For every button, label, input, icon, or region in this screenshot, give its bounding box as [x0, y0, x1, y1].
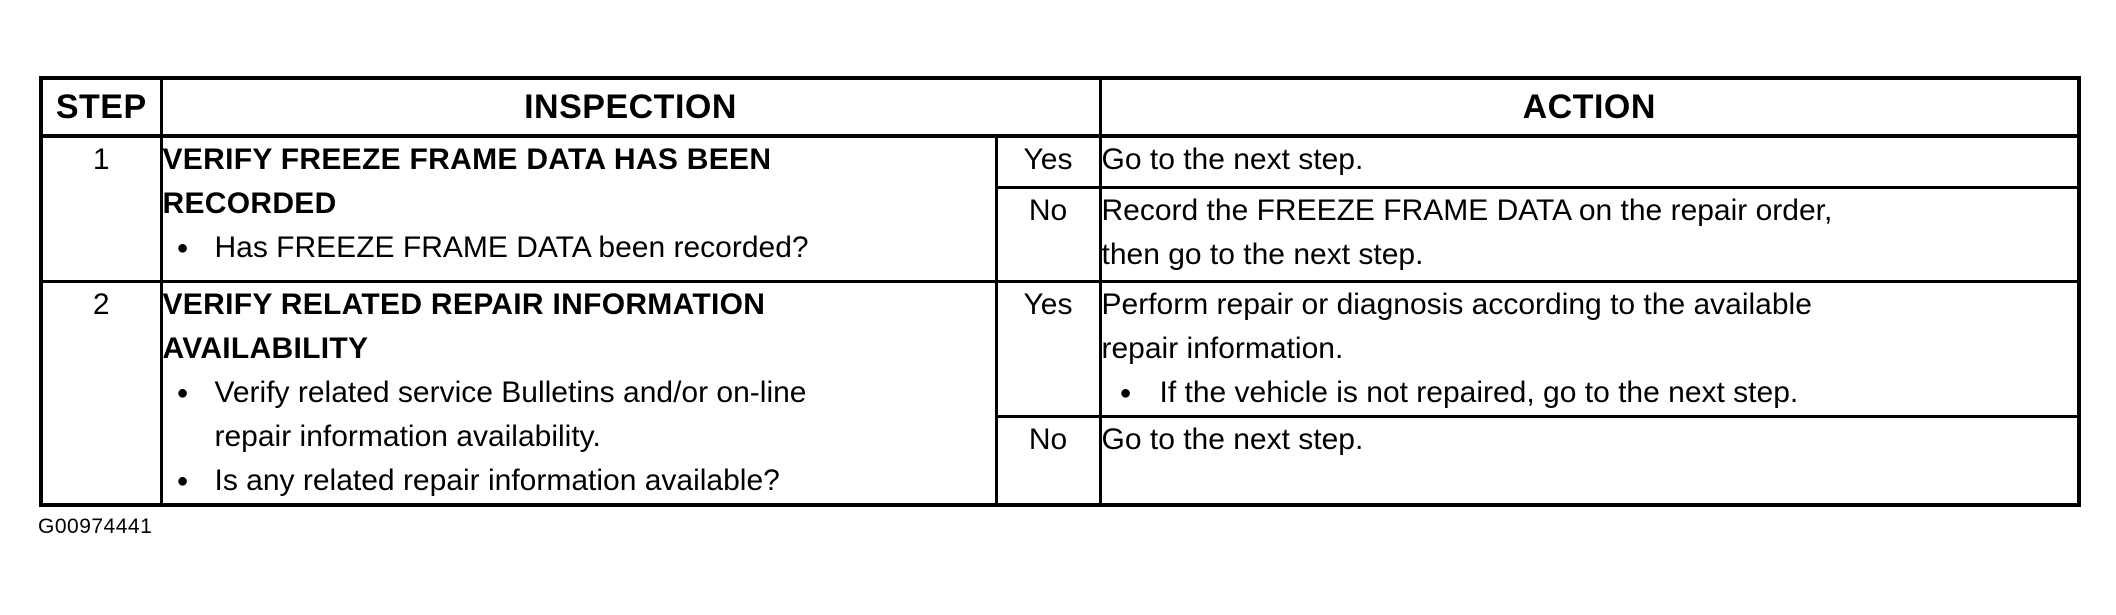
action-text: Go to the next step. — [1101, 143, 1364, 176]
inspection-title: VERIFY RELATED REPAIR INFORMATION AVAILA… — [162, 287, 766, 365]
inspection-cell-2: VERIFY RELATED REPAIR INFORMATION AVAILA… — [159, 279, 998, 506]
table-row: No Record the FREEZE FRAME DATA on the r… — [41, 185, 2081, 283]
header-step: STEP — [39, 76, 163, 138]
answer-cell-no: No — [994, 414, 1102, 507]
table-row: No Go to the next step. — [41, 414, 2081, 507]
step-number-1: 1 — [39, 134, 163, 283]
inspection-bullet: ● Is any related repair information avai… — [164, 459, 993, 502]
inspection-bullet-text: Is any related repair information availa… — [214, 463, 780, 497]
answer-cell-yes: Yes — [994, 279, 1102, 418]
action-text: Perform repair or diagnosis according to… — [1101, 287, 1812, 365]
inspection-bullet: ● Verify related service Bulletins and/o… — [164, 371, 993, 459]
action-cell: Record the FREEZE FRAME DATA on the repa… — [1098, 185, 2081, 283]
bullet-marker: ● — [176, 469, 189, 492]
action-cell: Perform repair or diagnosis according to… — [1098, 279, 2081, 418]
inspection-bullet-text: Verify related service Bulletins and/or … — [214, 375, 807, 453]
header-action: ACTION — [1098, 76, 2081, 138]
inspection-bullet-text: Has FREEZE FRAME DATA been recorded? — [214, 231, 809, 264]
bullet-marker: ● — [176, 381, 189, 404]
action-bullet: ● If the vehicle is not repaired, go to … — [1103, 371, 2076, 414]
action-text: Record the FREEZE FRAME DATA on the repa… — [1101, 193, 1833, 271]
action-cell: Go to the next step. — [1098, 134, 2081, 189]
answer-cell-yes: Yes — [994, 134, 1102, 189]
table-header-row: STEP INSPECTION ACTION — [39, 76, 2081, 138]
inspection-cell-1: VERIFY FREEZE FRAME DATA HAS BEEN RECORD… — [159, 134, 998, 283]
bullet-marker: ● — [1119, 381, 1132, 404]
answer-cell-no: No — [994, 185, 1102, 283]
figure-id-caption: G00974441 — [38, 515, 153, 538]
diagnostic-table: STEP INSPECTION ACTION 1 VERIFY FREEZE F… — [39, 76, 2081, 507]
table-row: 2 VERIFY RELATED REPAIR INFORMATION AVAI… — [39, 279, 2081, 506]
action-text: Go to the next step. — [1101, 422, 1364, 456]
action-cell: Go to the next step. — [1098, 414, 2081, 507]
inspection-title: VERIFY FREEZE FRAME DATA HAS BEEN RECORD… — [162, 143, 772, 220]
table-row: 1 VERIFY FREEZE FRAME DATA HAS BEEN RECO… — [39, 134, 2081, 283]
inspection-bullet: ● Has FREEZE FRAME DATA been recorded? — [164, 226, 993, 270]
step-number-2: 2 — [39, 279, 163, 506]
bullet-marker: ● — [176, 237, 189, 259]
action-bullet-text: If the vehicle is not repaired, go to th… — [1159, 375, 1799, 409]
header-inspection: INSPECTION — [159, 76, 1102, 138]
